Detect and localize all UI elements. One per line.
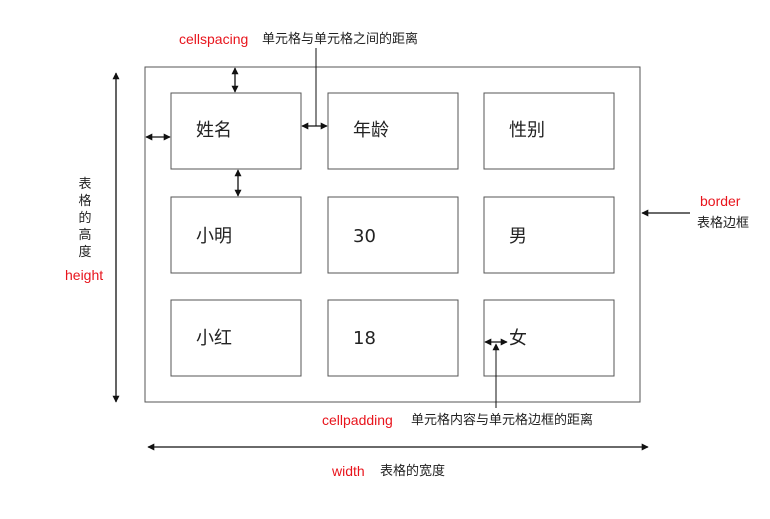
cell-r1-c2	[327, 92, 459, 170]
cell-r3-c3	[483, 299, 615, 377]
cell-r3-c2	[327, 299, 459, 377]
cell-r2-c2	[327, 196, 459, 274]
cellpadding-term: cellpadding	[322, 412, 393, 428]
height-desc: 表格的高度	[78, 177, 92, 260]
cell-text-r3-c3: 女	[509, 328, 527, 349]
border-term: border	[700, 193, 741, 209]
cell-r3-c1	[170, 299, 302, 377]
height-term: height	[65, 267, 104, 283]
cell-r1-c1	[170, 92, 302, 170]
border-desc: 表格边框	[697, 216, 750, 231]
table-outer-border	[144, 66, 641, 403]
cellpadding-desc: 单元格内容与单元格边框的距离	[411, 413, 594, 428]
cell-text-r1-c2: 年龄	[353, 120, 389, 141]
cell-text-r2-c1: 小明	[196, 226, 232, 247]
cell-text-r1-c3: 性别	[509, 120, 545, 141]
cellspacing-desc: 单元格与单元格之间的距离	[262, 32, 419, 47]
cell-text-r3-c2: 18	[353, 328, 376, 349]
cell-r2-c1	[170, 196, 302, 274]
cell-text-r2-c3: 男	[509, 226, 527, 247]
width-desc: 表格的宽度	[380, 464, 446, 479]
cell-text-r2-c2: 30	[353, 226, 376, 247]
cell-text-r3-c1: 小红	[196, 328, 232, 349]
cell-text-r1-c1: 姓名	[196, 120, 232, 141]
width-term: width	[332, 463, 365, 479]
cell-r1-c3	[483, 92, 615, 170]
cellspacing-term: cellspacing	[179, 31, 249, 47]
cell-r2-c3	[483, 196, 615, 274]
